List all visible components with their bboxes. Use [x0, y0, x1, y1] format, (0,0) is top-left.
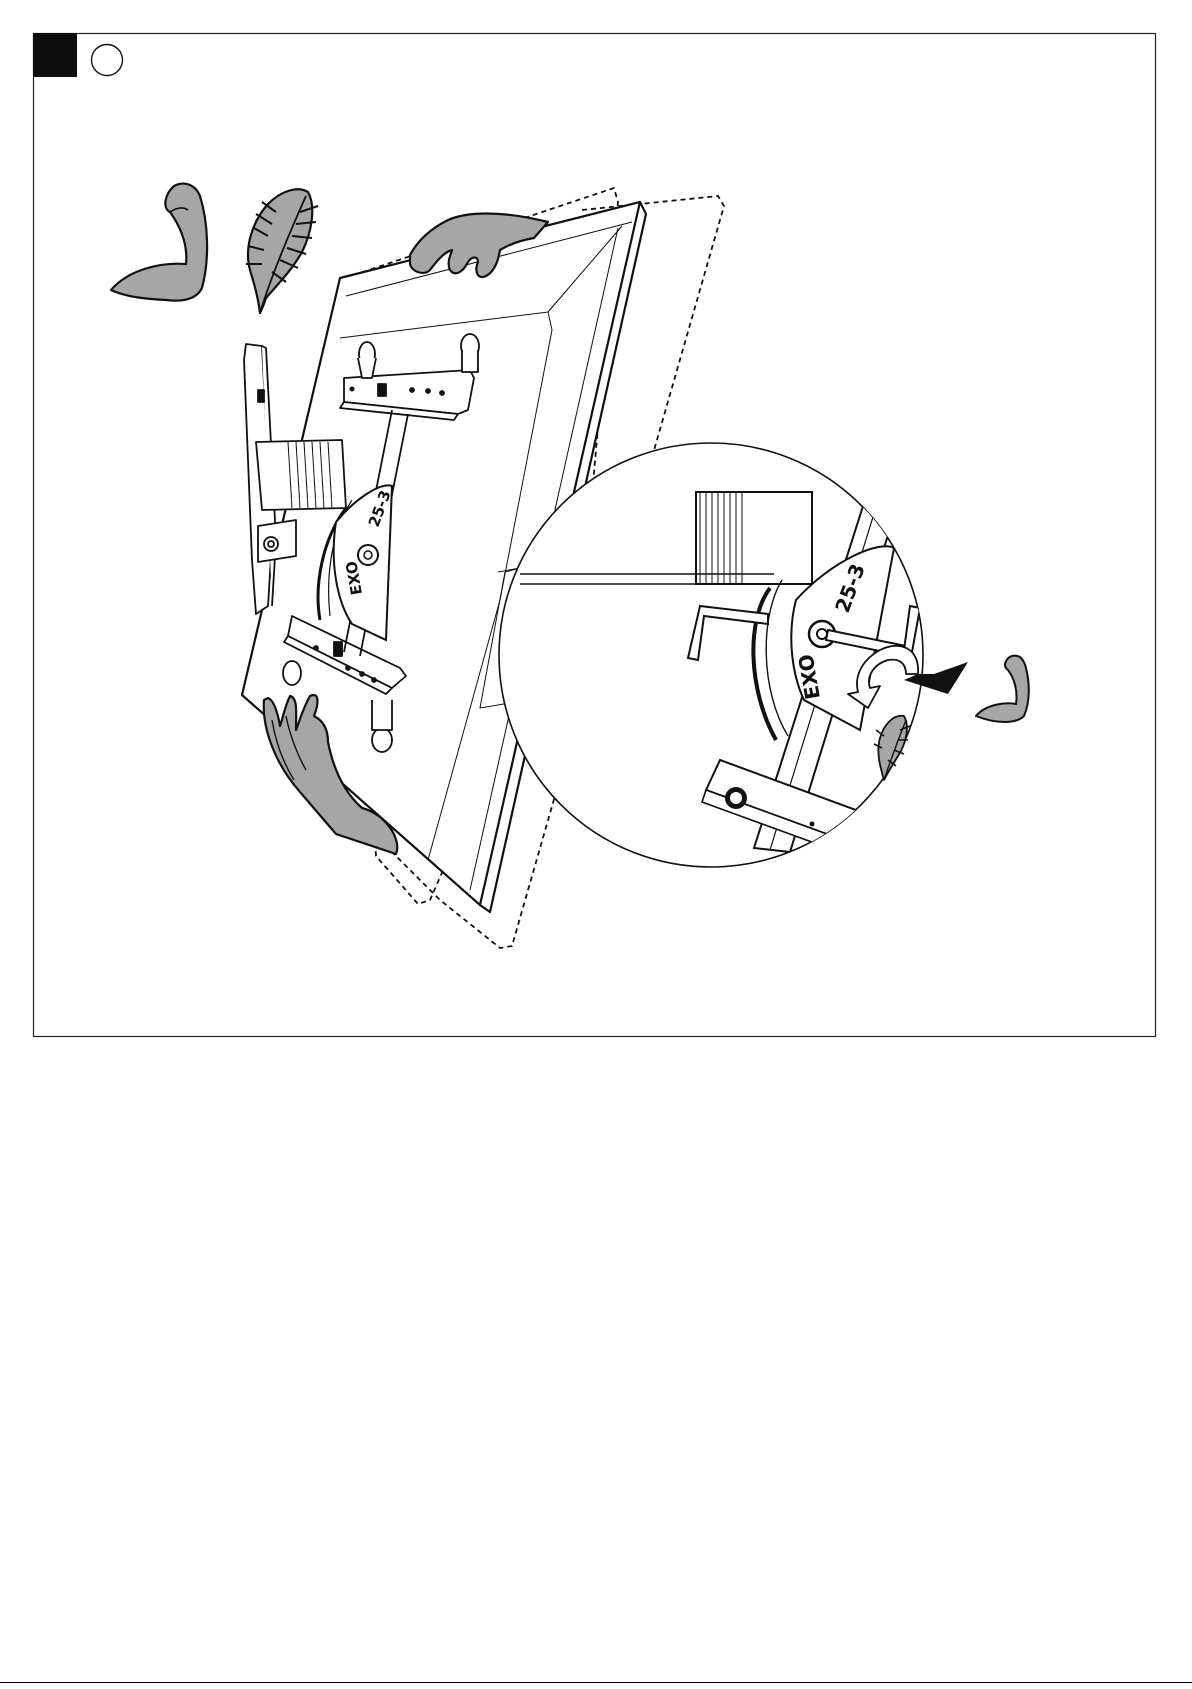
step-number-box — [33, 33, 77, 77]
flexed-arm-icon-small — [976, 656, 1029, 722]
flexed-arm-icon — [111, 184, 207, 301]
feather-icon — [246, 189, 318, 313]
step-badge — [33, 33, 123, 77]
substep-circle — [92, 45, 123, 76]
detail-inset: 25-3 EXO — [499, 434, 1029, 880]
page-bottom-rule — [0, 1682, 1192, 1683]
